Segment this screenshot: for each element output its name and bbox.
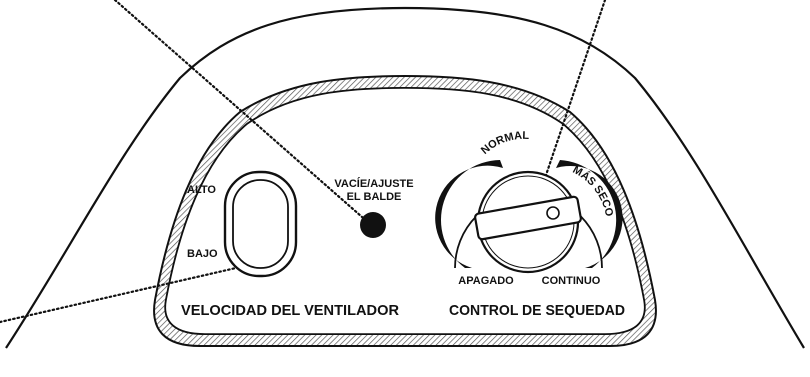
dryness-off-label: APAGADO: [458, 275, 514, 287]
leader-line-fan-switch: [0, 266, 238, 324]
dryness-knob-indicator-dot: [546, 206, 560, 220]
fan-speed-switch-inner: [232, 179, 289, 269]
fan-speed-switch-outer: [223, 170, 298, 278]
fan-speed-switch[interactable]: [223, 170, 298, 278]
dryness-control-knob[interactable]: [474, 170, 582, 274]
leader-line-bucket-indicator: [113, 0, 372, 226]
fan-speed-title: VELOCIDAD DEL VENTILADOR: [181, 302, 399, 319]
dryness-control-title: CONTROL DE SEQUEDAD: [449, 302, 625, 319]
fan-speed-low-label: BAJO: [187, 248, 218, 260]
fan-speed-high-label: ALTO: [187, 184, 216, 196]
bucket-indicator-light: [360, 212, 386, 238]
bucket-indicator-label-line1: VACÍE/AJUSTE: [334, 177, 413, 190]
dryness-continuous-label: CONTINUO: [542, 275, 601, 287]
leader-line-dryness-knob: [541, 0, 607, 186]
outer-housing-outline: [5, 6, 805, 349]
bucket-indicator-label-line2: EL BALDE: [347, 191, 402, 203]
